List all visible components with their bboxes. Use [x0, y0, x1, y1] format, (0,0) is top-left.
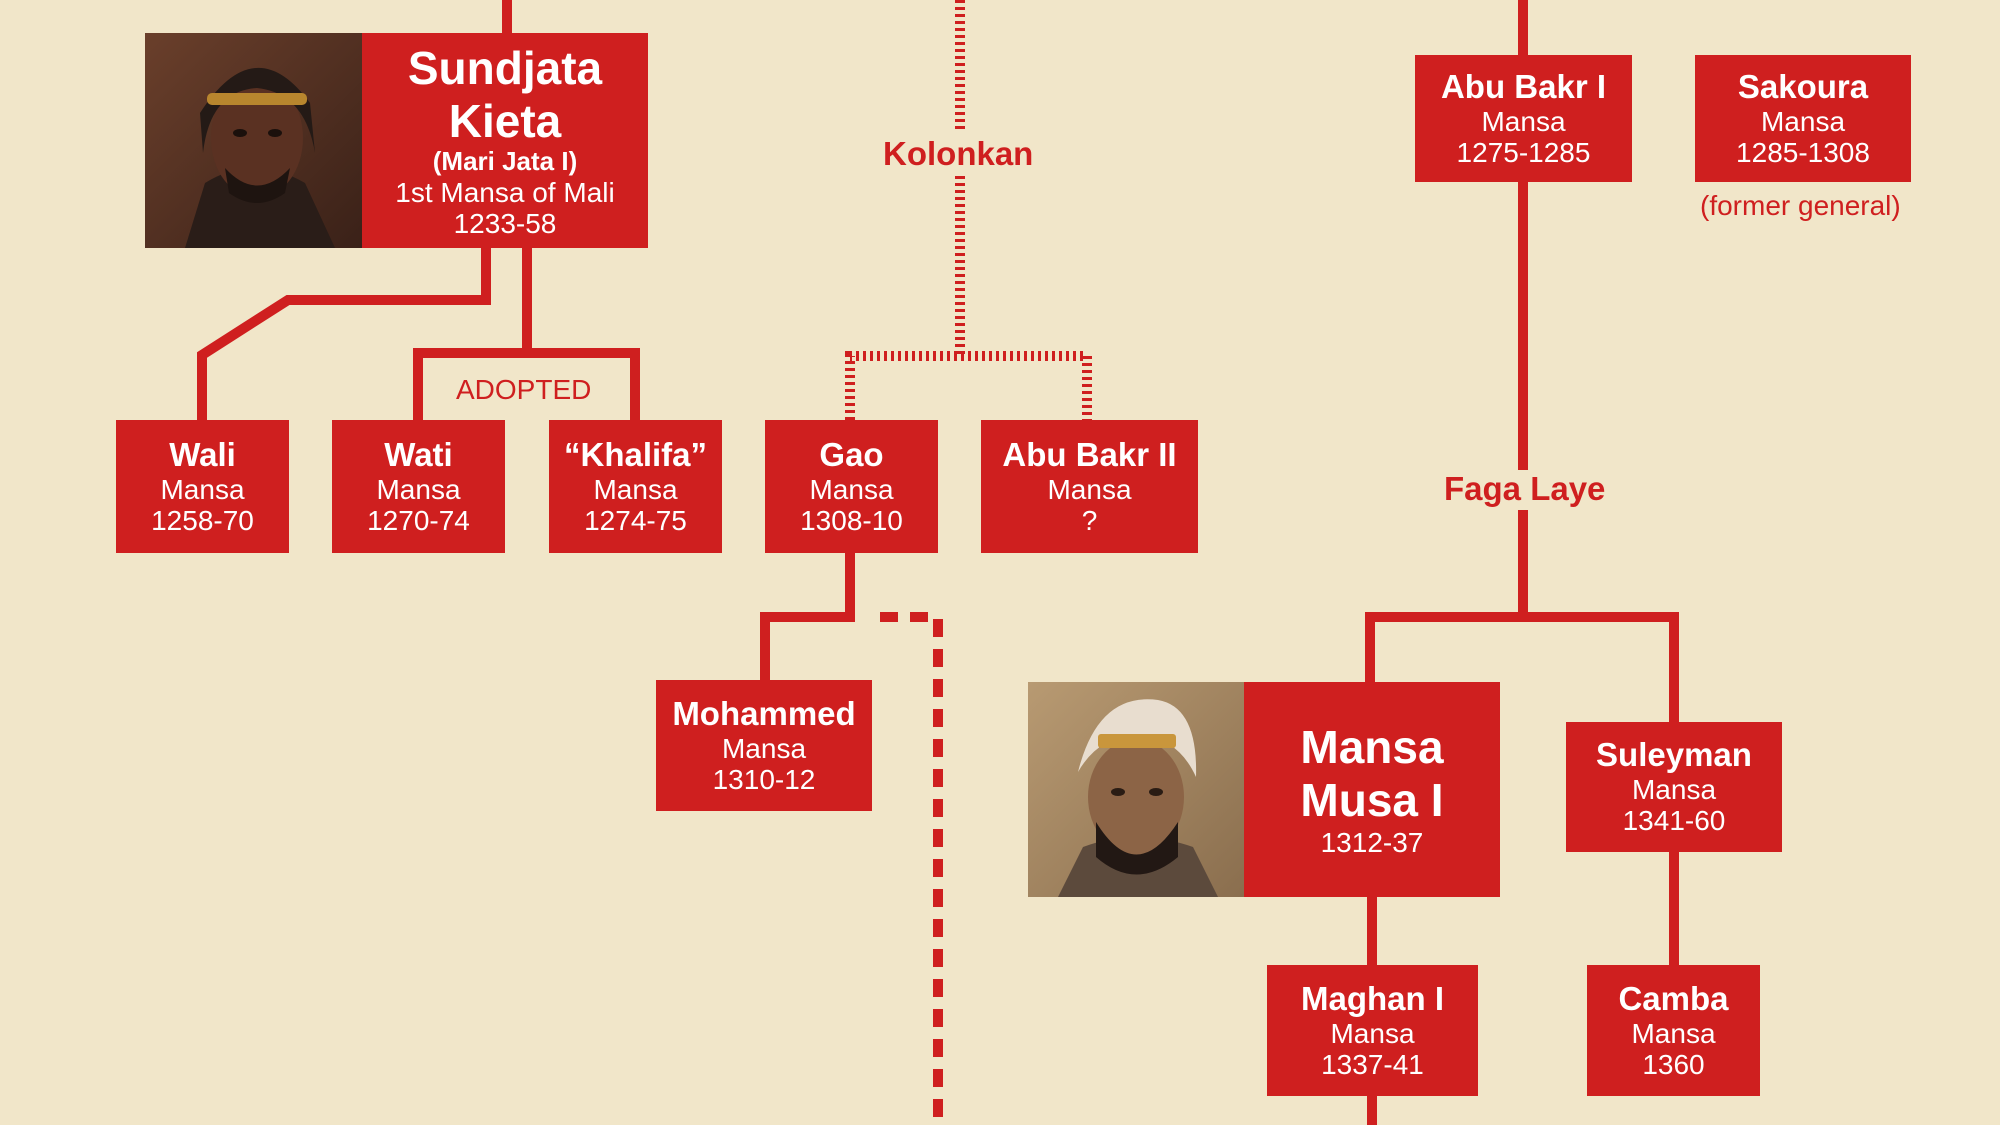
- wati-years: 1270-74: [367, 504, 470, 536]
- person-khalifa: “Khalifa” Mansa 1274-75: [549, 420, 722, 553]
- musa-name-line1: Mansa: [1300, 720, 1444, 773]
- abubakr2-title: Mansa: [1047, 473, 1132, 505]
- person-musa: Mansa Musa I 1312-37: [1244, 682, 1500, 897]
- label-kolonkan: Kolonkan: [883, 135, 1034, 172]
- dotted-kolonkan-bracket: [845, 351, 1092, 420]
- khalifa-title: Mansa: [593, 473, 678, 505]
- label-adopted: ADOPTED: [456, 374, 592, 405]
- sakoura-title: Mansa: [1760, 105, 1846, 137]
- abubakr2-name: Abu Bakr II: [1002, 435, 1177, 473]
- gao-title: Mansa: [809, 473, 894, 505]
- sundjata-years: 1233-58: [453, 207, 557, 239]
- line-fagalaye-children: [1365, 612, 1679, 722]
- wati-name: Wati: [384, 435, 453, 473]
- wali-years: 1258-70: [151, 504, 254, 536]
- camba-name: Camba: [1618, 979, 1729, 1017]
- abubakr2-years: ?: [1081, 504, 1098, 536]
- sakoura-note: (former general): [1700, 190, 1901, 221]
- sakoura-name: Sakoura: [1737, 67, 1869, 105]
- gao-name: Gao: [819, 435, 884, 473]
- gao-years: 1308-10: [800, 504, 903, 536]
- maghan-title: Mansa: [1330, 1017, 1415, 1049]
- abubakr1-name: Abu Bakr I: [1440, 67, 1607, 105]
- sundjata-name-line1: Sundjata: [407, 41, 603, 94]
- person-sakoura: Sakoura Mansa 1285-1308: [1695, 55, 1911, 182]
- sundjata-title: 1st Mansa of Mali: [395, 176, 615, 208]
- line-adopted-bracket: [413, 348, 640, 420]
- suleyman-name: Suleyman: [1596, 736, 1752, 774]
- line-gao-mohammed: [760, 553, 855, 680]
- khalifa-years: 1274-75: [584, 504, 687, 536]
- abubakr1-years: 1275-1285: [1456, 136, 1591, 168]
- musa-portrait: [1028, 682, 1244, 897]
- musa-years: 1312-37: [1320, 826, 1424, 858]
- person-abubakr1: Abu Bakr I Mansa 1275-1285: [1415, 55, 1632, 182]
- maghan-years: 1337-41: [1321, 1048, 1424, 1080]
- abubakr1-title: Mansa: [1481, 105, 1566, 137]
- person-gao: Gao Mansa 1308-10: [765, 420, 938, 553]
- khalifa-name: “Khalifa”: [563, 435, 708, 473]
- camba-years: 1360: [1642, 1048, 1705, 1080]
- label-faga-laye: Faga Laye: [1444, 470, 1606, 507]
- wali-title: Mansa: [160, 473, 245, 505]
- person-camba: Camba Mansa 1360: [1587, 965, 1760, 1096]
- camba-title: Mansa: [1631, 1017, 1716, 1049]
- mohammed-title: Mansa: [721, 732, 807, 764]
- mohammed-name: Mohammed: [672, 694, 856, 732]
- wati-title: Mansa: [376, 473, 461, 505]
- person-abubakr2: Abu Bakr II Mansa ?: [981, 420, 1198, 553]
- suleyman-years: 1341-60: [1622, 805, 1726, 837]
- sundjata-alias: (Mari Jata I): [432, 146, 578, 177]
- sakoura-years: 1285-1308: [1736, 136, 1870, 168]
- wali-name: Wali: [169, 435, 236, 473]
- person-maghan: Maghan I Mansa 1337-41: [1267, 965, 1478, 1096]
- maghan-name: Maghan I: [1300, 979, 1444, 1017]
- sundjata-name-line2: Kieta: [448, 94, 562, 147]
- person-mohammed: Mohammed Mansa 1310-12: [656, 680, 872, 811]
- person-wati: Wati Mansa 1270-74: [332, 420, 505, 553]
- mohammed-years: 1310-12: [712, 763, 816, 795]
- musa-name-line2: Musa I: [1300, 773, 1444, 826]
- dashed-gao-line: [880, 612, 943, 1125]
- line-sundjata-wali: [197, 248, 491, 420]
- sundjata-portrait: [145, 33, 362, 248]
- suleyman-title: Mansa: [1631, 774, 1717, 806]
- person-wali: Wali Mansa 1258-70: [116, 420, 289, 553]
- person-sundjata: Sundjata Kieta (Mari Jata I) 1st Mansa o…: [362, 33, 648, 248]
- person-suleyman: Suleyman Mansa 1341-60: [1566, 722, 1782, 852]
